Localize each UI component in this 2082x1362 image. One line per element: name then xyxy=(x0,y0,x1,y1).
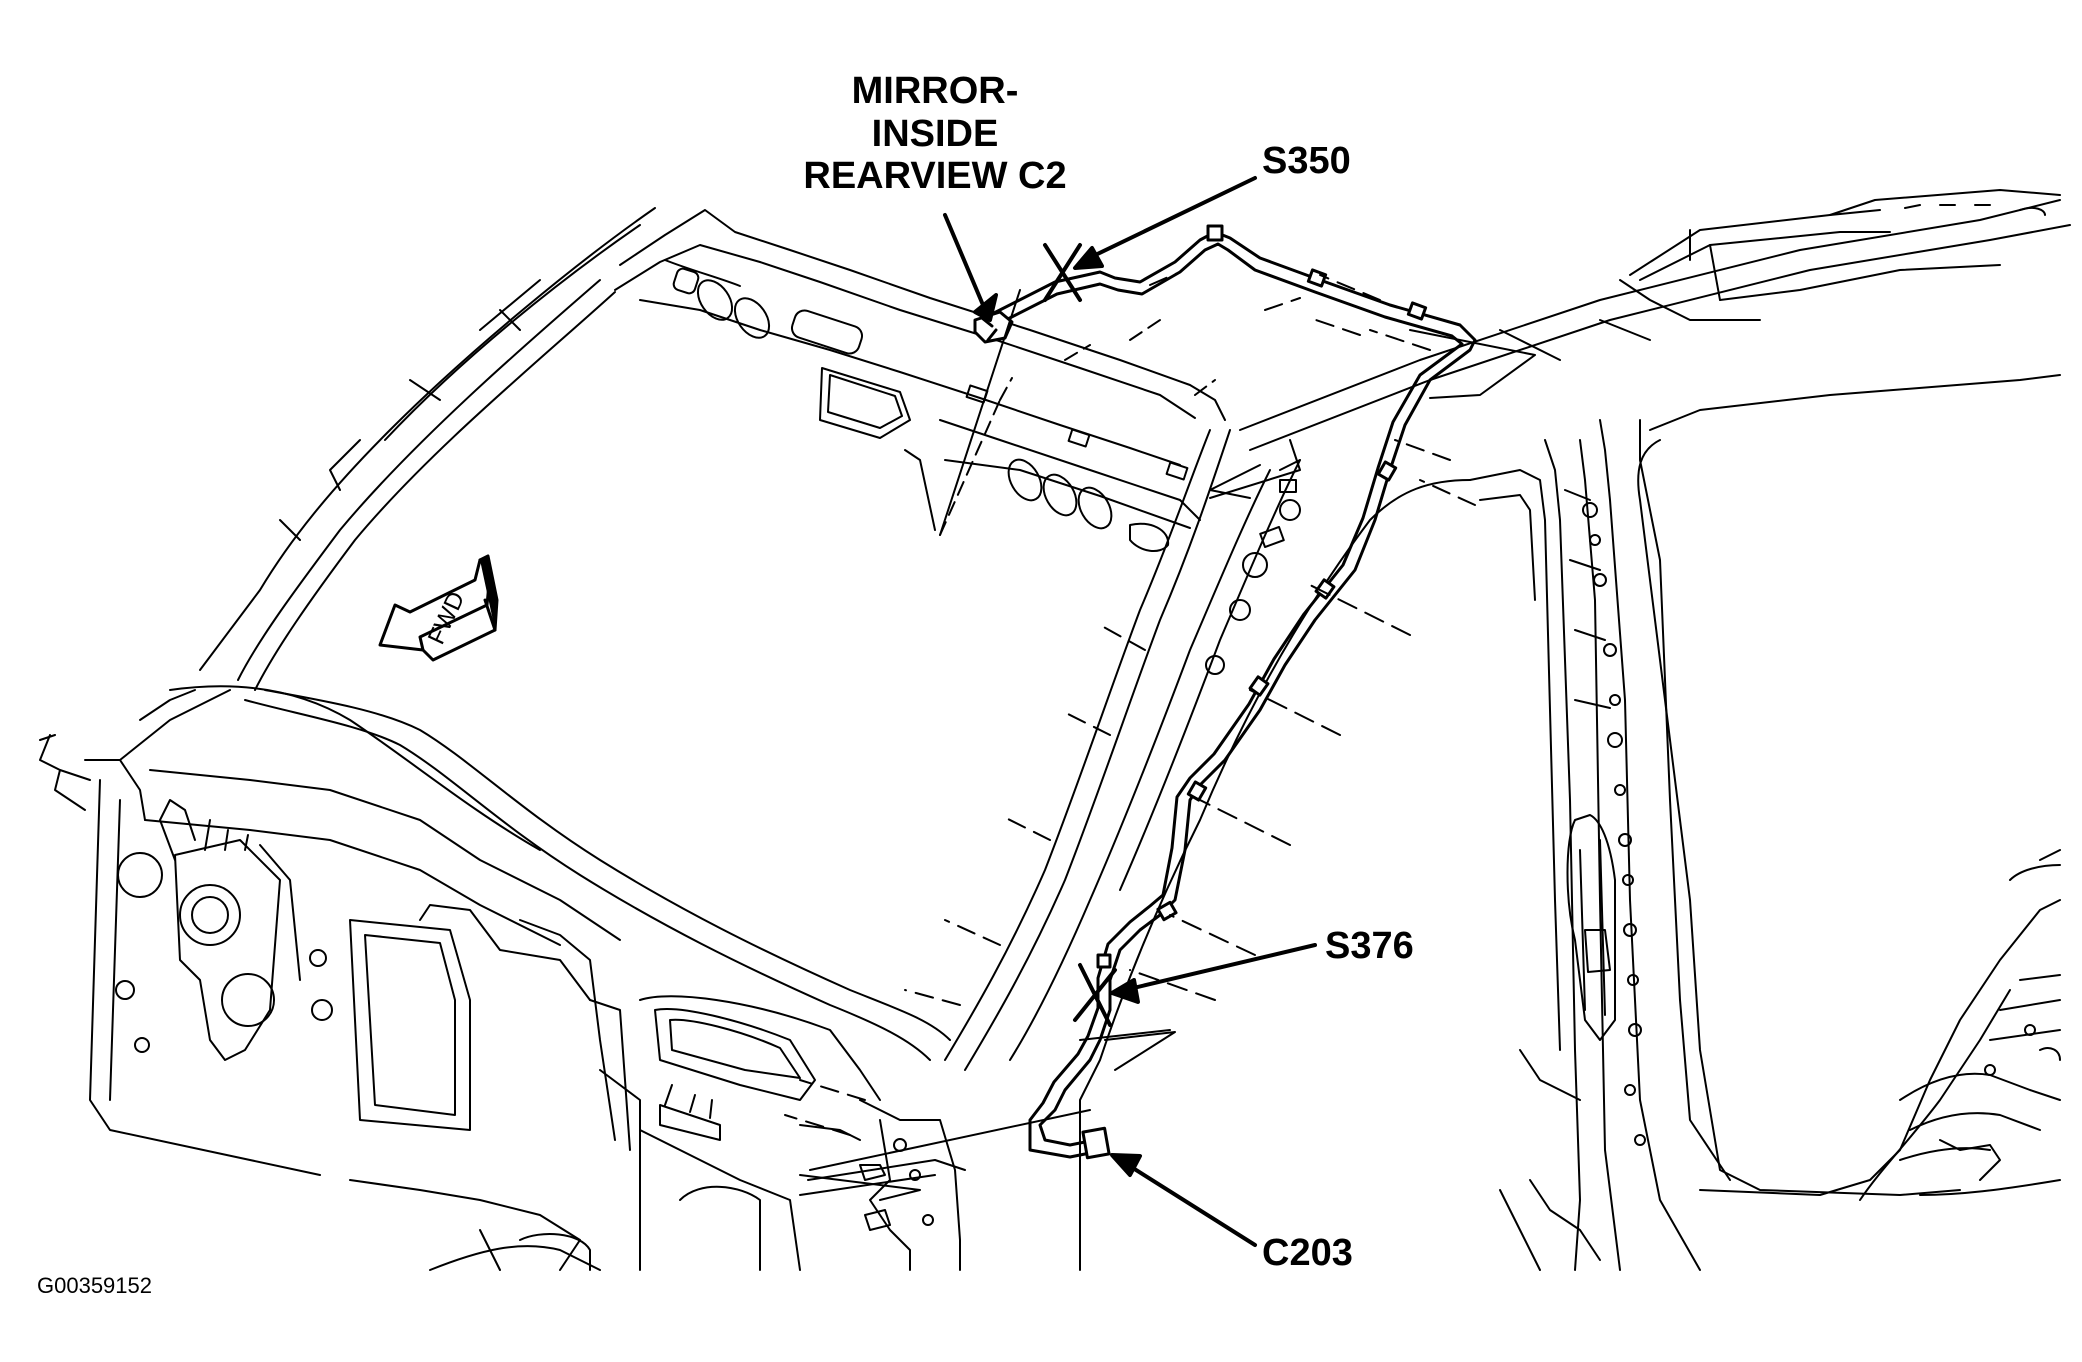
figure-id: G00359152 xyxy=(37,1273,152,1298)
firewall-dash-panel xyxy=(39,689,966,1271)
roof-header-panel xyxy=(614,209,1226,552)
fwd-arrow-icon: FWD xyxy=(378,554,499,662)
callout-mirror-line2: INSIDE xyxy=(871,112,999,155)
wiring-harness xyxy=(973,224,1477,1160)
callout-s350: S350 xyxy=(1262,140,1351,182)
callout-arrows xyxy=(943,176,1317,1247)
body-side-frame xyxy=(1079,189,2071,1271)
callout-mirror-inside-rearview-c2: MIRROR- INSIDE REARVIEW C2 xyxy=(800,70,1070,198)
callout-s376: S376 xyxy=(1325,925,1414,967)
callout-mirror-line3: REARVIEW C2 xyxy=(803,155,1067,198)
callout-mirror-line1: MIRROR- xyxy=(851,70,1019,112)
callout-c203: C203 xyxy=(1262,1232,1353,1274)
attachment-leader-lines xyxy=(784,271,1536,1201)
